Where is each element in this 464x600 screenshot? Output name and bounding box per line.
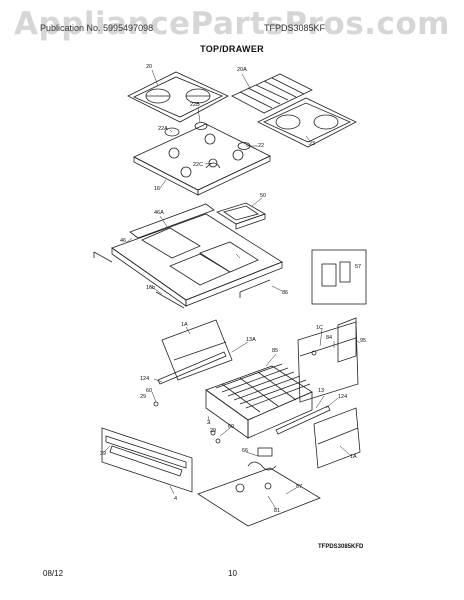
label-1c: 1C <box>316 325 323 331</box>
label-2: 2 <box>207 420 210 426</box>
label-16b: 16b <box>146 285 155 291</box>
label-13: 13 <box>318 388 324 394</box>
label-87: 87 <box>296 484 302 490</box>
label-1a-left: 1A <box>181 322 188 328</box>
broil-element <box>247 447 277 471</box>
label-60-left: 60 <box>146 388 152 394</box>
label-46: 46 <box>120 238 126 244</box>
cooktop <box>133 122 271 196</box>
label-20a: 20A <box>237 67 247 73</box>
top-frame <box>111 203 283 307</box>
label-16: 16 <box>154 186 160 192</box>
label-29-left: 29 <box>140 394 146 400</box>
drip-pan <box>216 202 266 230</box>
label-50: 50 <box>260 193 266 199</box>
label-84: 84 <box>326 335 332 341</box>
model-number: TFPDS3085KF <box>264 23 326 33</box>
part-labels: 20 20A 22B 22A 22 23 22C 16 50 46A 46 16… <box>100 64 366 514</box>
section-title: TOP/DRAWER <box>200 44 264 54</box>
inset-detail <box>311 249 367 305</box>
label-85: 85 <box>272 348 278 354</box>
back-panel <box>297 321 359 403</box>
label-23: 23 <box>309 141 315 147</box>
page-number: 10 <box>228 569 237 578</box>
label-57: 57 <box>355 264 361 270</box>
label-22c: 22C <box>193 162 203 168</box>
label-22a: 22A <box>158 126 168 132</box>
plate-code: TFPDS3085KFD <box>318 544 364 550</box>
label-4: 4 <box>174 496 177 502</box>
right-side-panel <box>313 407 361 469</box>
griddle <box>231 73 313 114</box>
label-66: 66 <box>242 448 248 454</box>
label-29-right: 29 <box>210 428 216 434</box>
label-39: 39 <box>100 451 106 457</box>
drawer-front <box>101 427 193 493</box>
label-124-left: 124 <box>140 376 149 382</box>
bottom-panel <box>197 467 321 527</box>
bracket-95 <box>337 317 357 363</box>
label-46a: 46A <box>154 210 164 216</box>
publication-number: Publication No. 5995497098 <box>40 23 154 33</box>
label-1a-right: 1A <box>350 454 357 460</box>
grate-left <box>127 71 229 123</box>
broiler-drawer <box>205 363 313 439</box>
rail-left <box>157 351 227 385</box>
label-60-right: 60 <box>228 424 234 430</box>
grate-right <box>257 97 357 148</box>
label-81: 81 <box>274 508 280 514</box>
label-124-right: 124 <box>338 394 347 400</box>
label-22b: 22B <box>190 102 200 108</box>
label-13a: 13A <box>246 337 256 343</box>
label-20: 20 <box>146 64 152 70</box>
left-side-panel <box>161 319 233 381</box>
label-95: 95 <box>360 338 366 344</box>
label-22: 22 <box>258 143 264 149</box>
label-86: 86 <box>282 290 288 296</box>
footer-date: 08/12 <box>43 569 64 578</box>
watermark: AppliancePartsPros.com <box>14 6 450 42</box>
